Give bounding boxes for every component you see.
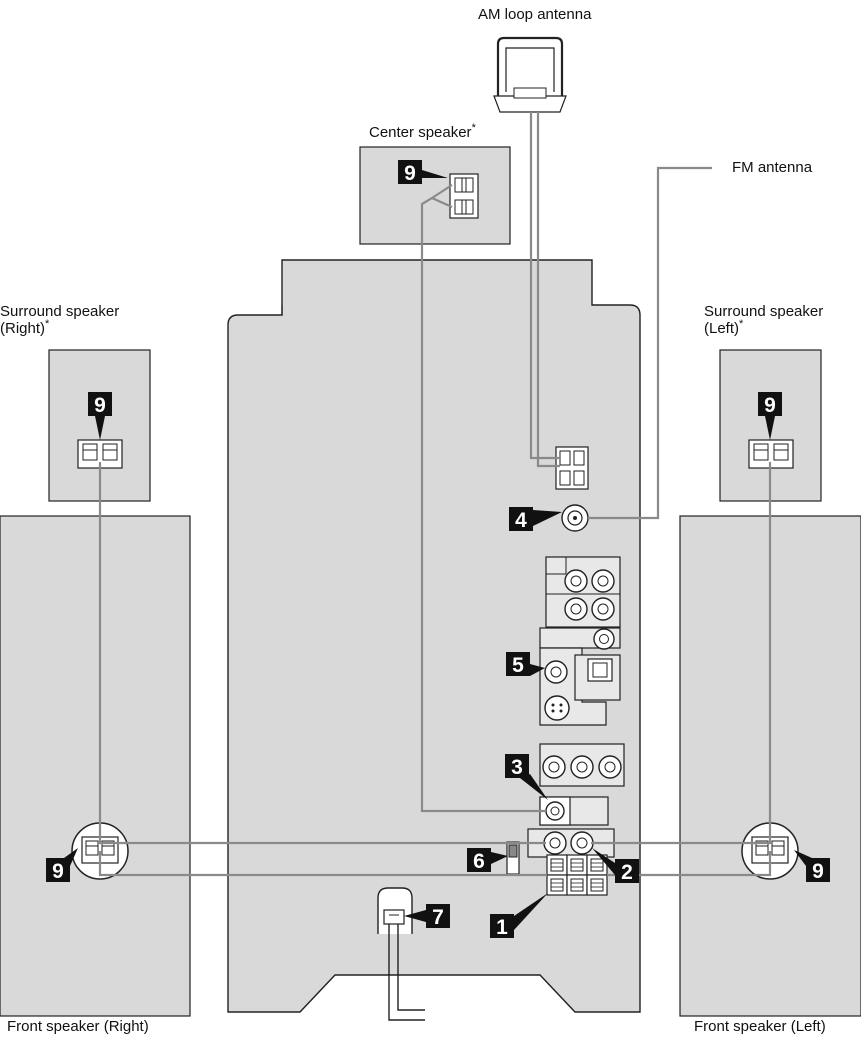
fm-antenna-jack xyxy=(561,504,589,532)
surround-right-line2: (Right) xyxy=(0,320,46,337)
callout-3: 3 xyxy=(505,754,548,800)
surround-left-line1: Surround speaker xyxy=(704,303,824,320)
surround-right-line1: Surround speaker xyxy=(0,303,120,320)
center-speaker-output-jack xyxy=(539,796,609,826)
svg-text:5: 5 xyxy=(512,654,524,677)
center-speaker-text: Center speaker xyxy=(369,124,472,141)
callout-9-front-right: 9 xyxy=(46,848,78,883)
svg-text:9: 9 xyxy=(404,162,416,185)
surround-right-terminal xyxy=(77,439,123,469)
audio-input-jacks xyxy=(545,556,621,628)
center-speaker-label: Center speaker* xyxy=(369,122,476,142)
callout-2: 2 xyxy=(592,848,639,884)
callout-4: 4 xyxy=(509,507,562,532)
front-left-label: Front speaker (Left) xyxy=(694,1018,826,1035)
svg-text:9: 9 xyxy=(812,860,824,883)
surround-left-line2: (Left) xyxy=(704,320,740,337)
callout-9-front-left: 9 xyxy=(794,850,830,883)
asterisk: * xyxy=(739,318,744,330)
am-antenna-label: AM loop antenna xyxy=(478,6,592,23)
callout-7: 7 xyxy=(404,904,450,929)
svg-text:9: 9 xyxy=(764,394,776,417)
asterisk: * xyxy=(471,122,476,134)
svg-text:6: 6 xyxy=(473,850,485,873)
asterisk: * xyxy=(45,318,50,330)
front-speaker-right xyxy=(0,515,191,1017)
callout-9-surround-left: 9 xyxy=(758,392,782,440)
front-speaker-output-terminals xyxy=(546,854,608,896)
power-cord xyxy=(377,887,425,1021)
svg-text:1: 1 xyxy=(496,916,508,939)
callout-6: 6 xyxy=(467,848,508,873)
front-right-label: Front speaker (Right) xyxy=(7,1018,149,1035)
am-loop-antenna xyxy=(493,36,567,113)
am-antenna-terminal xyxy=(555,446,589,490)
callout-9-center: 9 xyxy=(398,160,448,185)
video-digital-connectors xyxy=(539,627,621,726)
speaker-wires xyxy=(98,112,772,877)
surround-right-label: Surround speaker (Right)* xyxy=(0,303,119,337)
impedance-switch xyxy=(506,841,520,875)
callout-9-surround-right: 9 xyxy=(88,392,112,440)
svg-text:3: 3 xyxy=(511,756,523,779)
center-speaker-terminal xyxy=(449,173,479,219)
svg-text:7: 7 xyxy=(432,906,444,929)
svg-text:4: 4 xyxy=(515,509,527,532)
svg-text:2: 2 xyxy=(621,861,633,884)
callout-5: 5 xyxy=(506,652,545,677)
fm-antenna-label: FM antenna xyxy=(732,159,813,176)
component-video-jacks xyxy=(539,743,625,787)
svg-text:9: 9 xyxy=(94,394,106,417)
surround-left-label: Surround speaker (Left)* xyxy=(704,303,823,337)
callout-1: 1 xyxy=(490,893,548,939)
svg-text:9: 9 xyxy=(52,860,64,883)
